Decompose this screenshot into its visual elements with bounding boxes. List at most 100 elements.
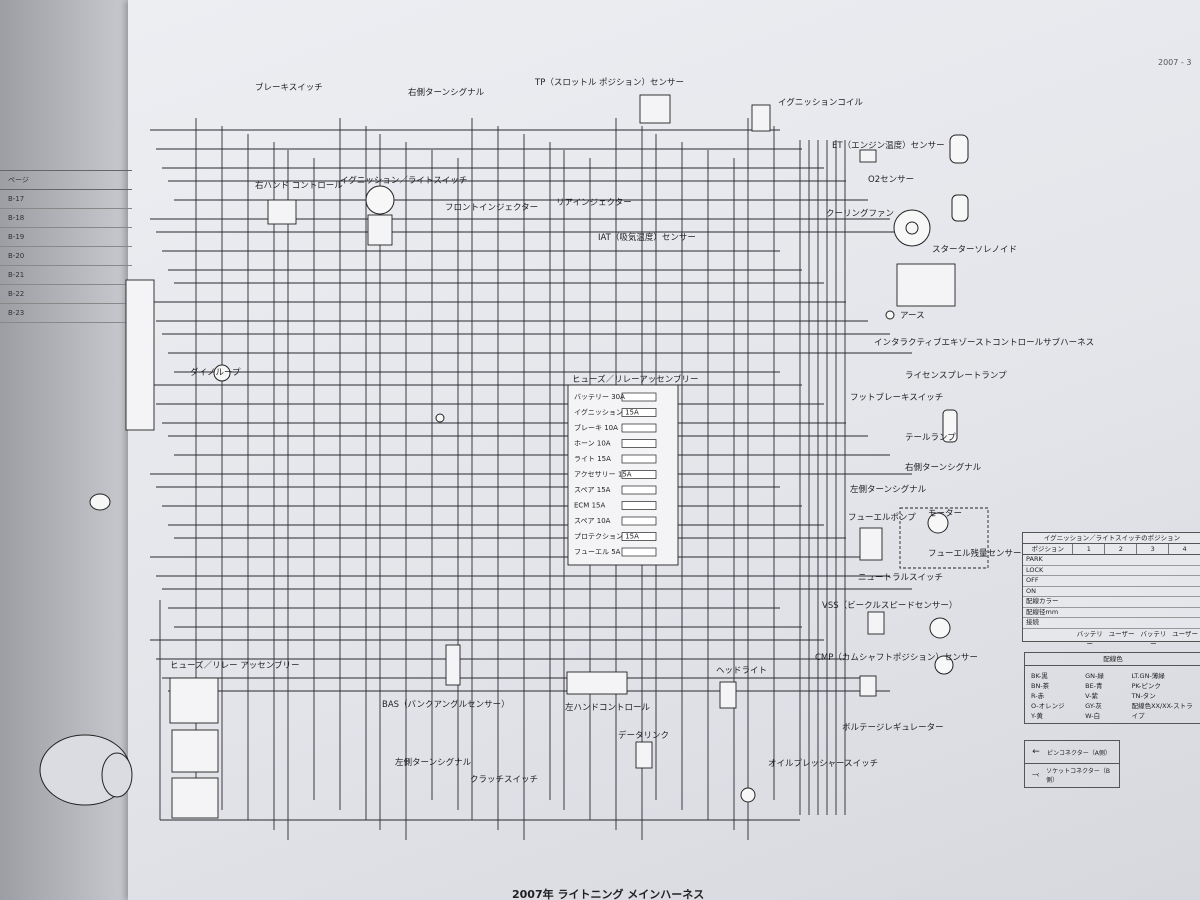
ignition-table-header-cell: 4: [1169, 544, 1200, 554]
ignition-switch-body: [365, 185, 395, 215]
label-neutral-switch: ニュートラルスイッチ: [858, 573, 943, 583]
wire-legend-entry: GY-灰: [1085, 702, 1102, 710]
headlight-connector: [719, 681, 737, 709]
o2-sensor-body: [951, 194, 969, 222]
lh-control-connector: [566, 671, 628, 695]
label-license-lamp: ライセンスプレートランプ: [905, 371, 1007, 381]
label-et-sensor: ET（エンジン温度）センサー: [832, 140, 945, 151]
ignition-table-connect: バッテリーユーザーバッテリーユーザー: [1023, 629, 1200, 648]
foot-brake-switch-body: [942, 409, 958, 443]
left-index-row: B-18: [0, 209, 132, 228]
cmp-connector: [859, 675, 877, 697]
motor-body: [927, 512, 949, 534]
left-index-row: B-21: [0, 266, 132, 285]
label-left-hand-control: 左ハンドコントロール: [565, 702, 651, 713]
ignition-connect-cell: ユーザー: [1108, 629, 1135, 638]
label-foot-brake-switch: フットブレーキスイッチ: [850, 392, 943, 403]
label-cmp-sensor: CMP（カムシャフトポジション）センサー: [815, 652, 978, 663]
fuse: [621, 516, 657, 526]
fuse-label: プロテクション 15A: [574, 533, 639, 541]
tachometer-gauge: [101, 752, 133, 798]
wire-legend-title: 配線色: [1025, 653, 1200, 666]
ignition-table-row: OFF: [1023, 576, 1200, 587]
fuse-label: バッテリー 30A: [574, 393, 625, 401]
left-index-row: B-23: [0, 304, 132, 323]
fuse-label: ECM 15A: [574, 502, 605, 510]
label-motor: モーター: [928, 509, 962, 519]
socket-connector-label: ソケットコネクター（B側）: [1046, 768, 1111, 784]
label-ignition-light-switch: イグニッション／ライトスイッチ: [340, 175, 467, 186]
ignition-table-header-cell: 2: [1105, 544, 1138, 554]
wire-legend-entry: BE-青: [1085, 682, 1103, 690]
fuse-label: スペア 15A: [574, 486, 611, 494]
fuse-label: フューエル 5A: [574, 548, 621, 556]
ignition-connect-spacer: [1023, 629, 1074, 639]
fuse-relay-left-2: [171, 729, 219, 773]
cooling-fan-hub: [905, 221, 919, 235]
label-right-turn-signal: 右側ターンシグナル: [905, 462, 982, 473]
label-voltage-regulator: ボルテージレギュレーター: [842, 723, 944, 733]
left-index-row: B-17: [0, 190, 132, 209]
label-vss-sensor: VSS（ビークルスピードセンサー）: [822, 600, 957, 611]
label-fuse-relay-left: ヒューズ／リレー アッセンブリー: [170, 660, 300, 671]
label-rear-injector: リアインジェクター: [556, 198, 632, 208]
fuse: [621, 501, 657, 510]
label-clutch-switch: クラッチスイッチ: [470, 775, 538, 785]
ignition-table-row: 配線カラー: [1023, 597, 1200, 608]
grd-ground-2: [885, 310, 895, 320]
indicator-lamp: [89, 493, 111, 511]
et-sensor-body: [949, 134, 969, 164]
vss-connector: [867, 611, 885, 635]
fuse-label: アクセサリー 15A: [574, 471, 632, 479]
fuse: [621, 423, 657, 433]
fuse-label: イグニッション 15A: [574, 408, 639, 417]
fuse: [621, 392, 657, 402]
oil-pressure-switch-body: [740, 787, 756, 803]
label-exhaust-control: インタラクティブエキゾーストコントロールサブハーネス: [874, 337, 1094, 348]
label-left-turn-signal: 左側ターンシグナル: [395, 757, 472, 768]
wire-legend-entry: R-赤: [1031, 692, 1045, 700]
footer-title: 2007年 ライトニング メインハーネス: [512, 887, 704, 900]
rh-control-connector: [267, 199, 297, 225]
data-link-connector: [635, 741, 653, 769]
label-fuel-pump: フューエルポンプ: [848, 513, 916, 523]
left-index-row: B-22: [0, 285, 132, 304]
label-iat-sensor: IAT（吸気温度）センサー: [598, 232, 696, 243]
label-left-turn-signal-right: 左側ターンシグナル: [850, 484, 927, 495]
ignition-coil-connector: [751, 104, 771, 132]
label-data-link: データリンク: [618, 730, 669, 741]
wire-legend-entry: BN-茶: [1031, 682, 1050, 690]
fuel-pump-detail-box: [899, 507, 989, 569]
socket-connector-icon: ⤙: [1031, 770, 1040, 780]
fuse-relay-left-1: [169, 677, 219, 724]
connector-legend: ← ピンコネクター（A側） ⤙ ソケットコネクター（B側）: [1024, 740, 1120, 788]
label-o2-sensor: O2センサー: [868, 175, 914, 185]
cmp-sensor-body: [934, 655, 954, 675]
ignition-connect-cell: バッテリー: [1140, 629, 1167, 648]
ignition-table-row: PARK: [1023, 555, 1200, 566]
label-right-hand-control: 右ハンド コントロール: [255, 180, 343, 191]
label-tp-sensor: TP（スロットル ポジション）センサー: [534, 77, 684, 88]
main-connector-left: [125, 279, 155, 431]
ignition-table-row: LOCK: [1023, 566, 1200, 576]
wire-legend-entry: V-紫: [1085, 692, 1099, 700]
label-bas-sensor: BAS（バンクアングルセンサー）: [382, 699, 510, 710]
left-index-row: B-20: [0, 247, 132, 266]
page-ref: 2007 - 3: [1158, 58, 1192, 67]
fuse-relay-left-3: [171, 777, 219, 819]
fuse-label: ホーン 10A: [574, 440, 611, 448]
ignition-table-title: イグニッション／ライトスイッチのポジション: [1023, 533, 1200, 544]
starter-solenoid-box: [896, 263, 956, 307]
label-tail-lamp: テールランプ: [905, 433, 956, 443]
wire-legend-entry: TN-タン: [1131, 692, 1156, 700]
ignition-table-header-cell: ポジション: [1023, 544, 1074, 554]
wire-legend-entry: O-オレンジ: [1031, 702, 1065, 710]
label-starter-solenoid: スターターソレノイド: [932, 245, 1017, 255]
